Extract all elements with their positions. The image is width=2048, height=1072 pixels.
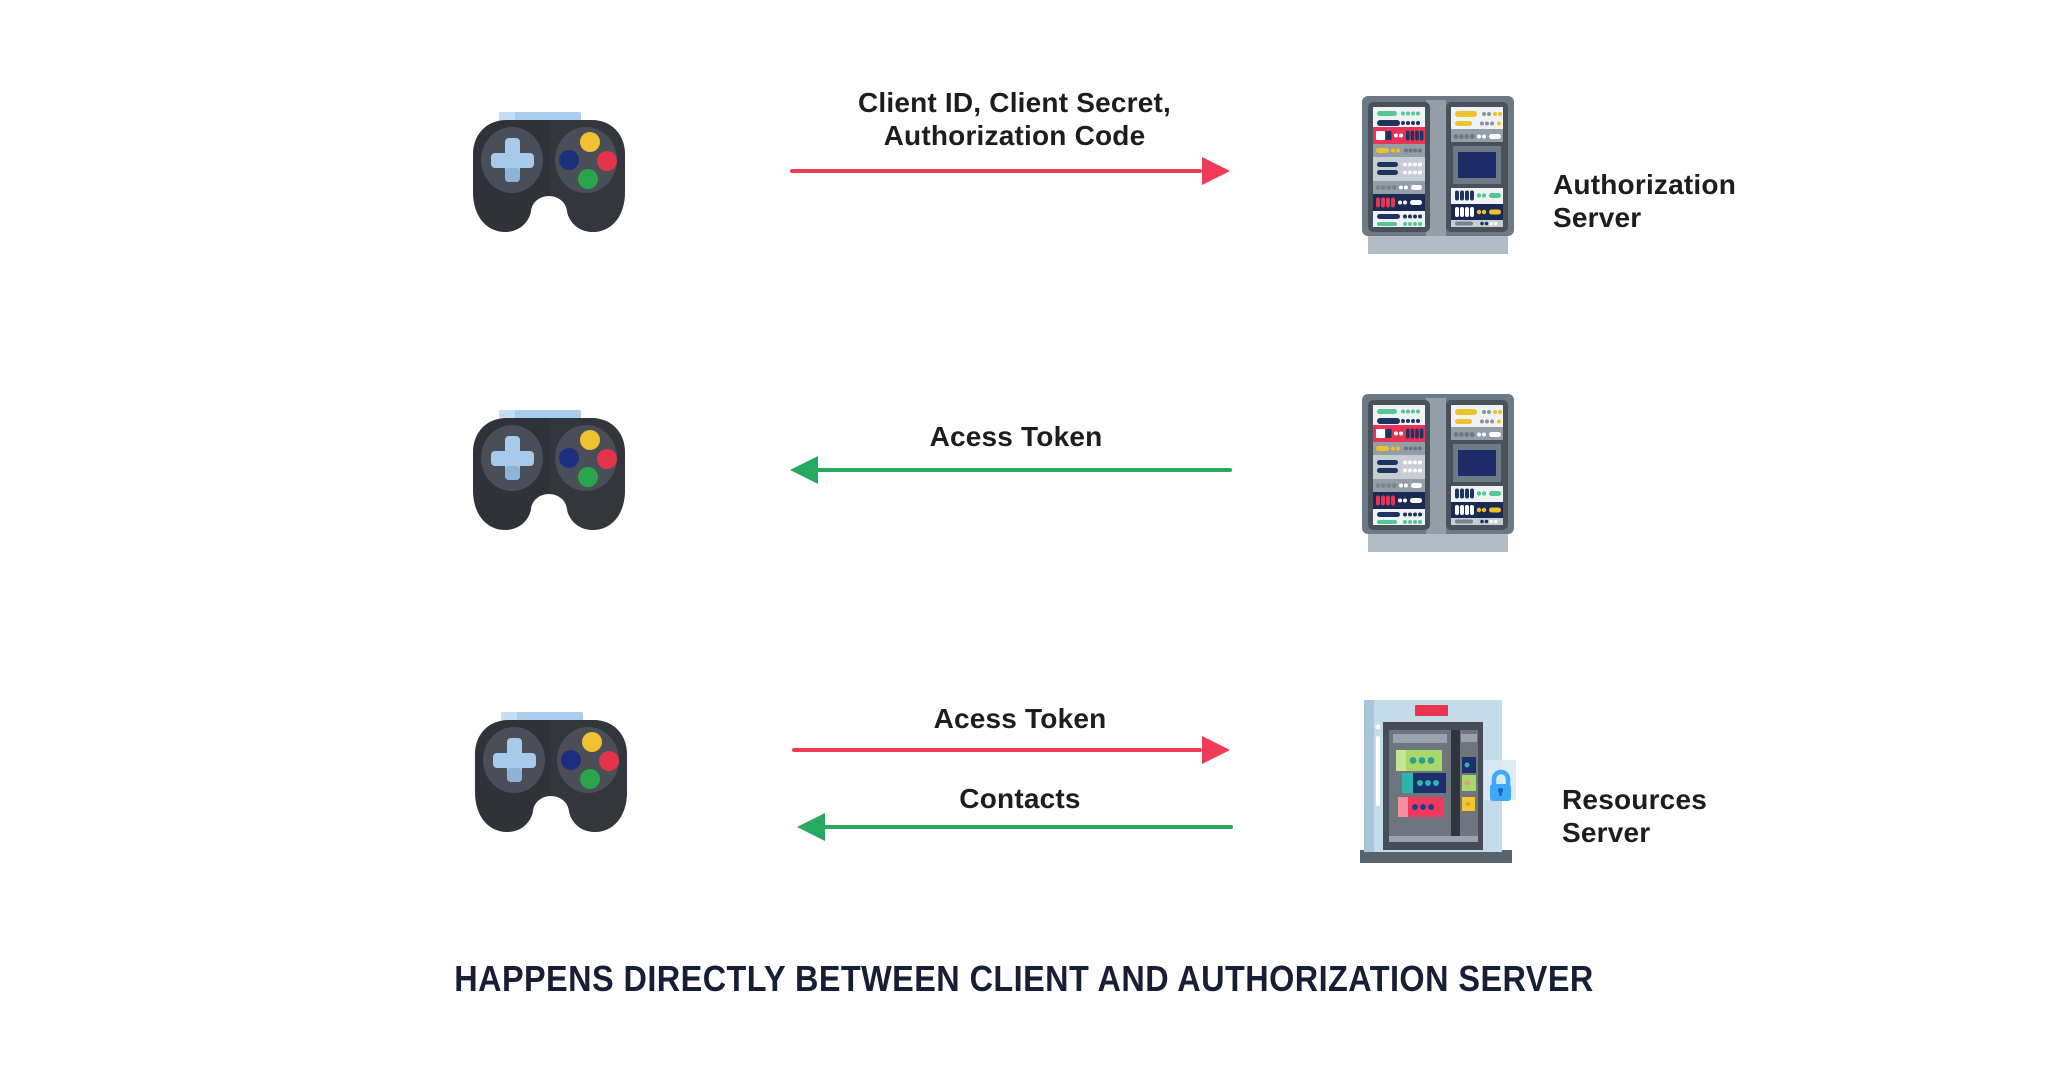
row2-message: Acess Token [766,420,1266,453]
server-rack-icon [1362,394,1514,552]
game-controller-icon [473,112,625,234]
row3-response-message-line1: Contacts [959,783,1081,814]
game-controller-icon [473,410,625,532]
row2-arrow-line [816,468,1232,472]
row1-arrow-line [790,169,1202,173]
row3-request-arrow-right-head-icon [1202,736,1230,764]
game-controller-icon [475,712,627,834]
secure-server-cabinet-icon [1356,700,1516,865]
authorization-server-label-line2: Server [1553,202,1642,233]
row3-response-arrow-left-head-icon [797,813,825,841]
row2-message-line1: Acess Token [929,421,1103,452]
row3-request-message-line1: Acess Token [933,703,1107,734]
row1-message-line2: Authorization Code [883,120,1146,151]
resources-server-label: Resources Server [1562,783,1707,849]
authorization-server-label: Authorization Server [1553,168,1736,234]
authorization-server-label-line1: Authorization [1553,169,1737,200]
resources-server-label-line1: Resources [1562,784,1707,815]
row2-arrow-left-head-icon [790,456,818,484]
row3-request-arrow-line [792,748,1202,752]
footer-caption: HAPPENS DIRECTLY BETWEEN CLIENT AND AUTH… [454,958,1594,999]
row1-message: Client ID, Client Secret, Authorization … [762,86,1267,152]
row1-arrow-right-head-icon [1202,157,1230,185]
server-rack-icon [1362,96,1514,254]
row3-response-arrow-line [823,825,1233,829]
row3-request-message: Acess Token [770,702,1270,735]
row3-response-message: Contacts [770,782,1270,815]
row1-message-line1: Client ID, Client Secret, [857,87,1172,118]
resources-server-label-line2: Server [1562,817,1651,848]
